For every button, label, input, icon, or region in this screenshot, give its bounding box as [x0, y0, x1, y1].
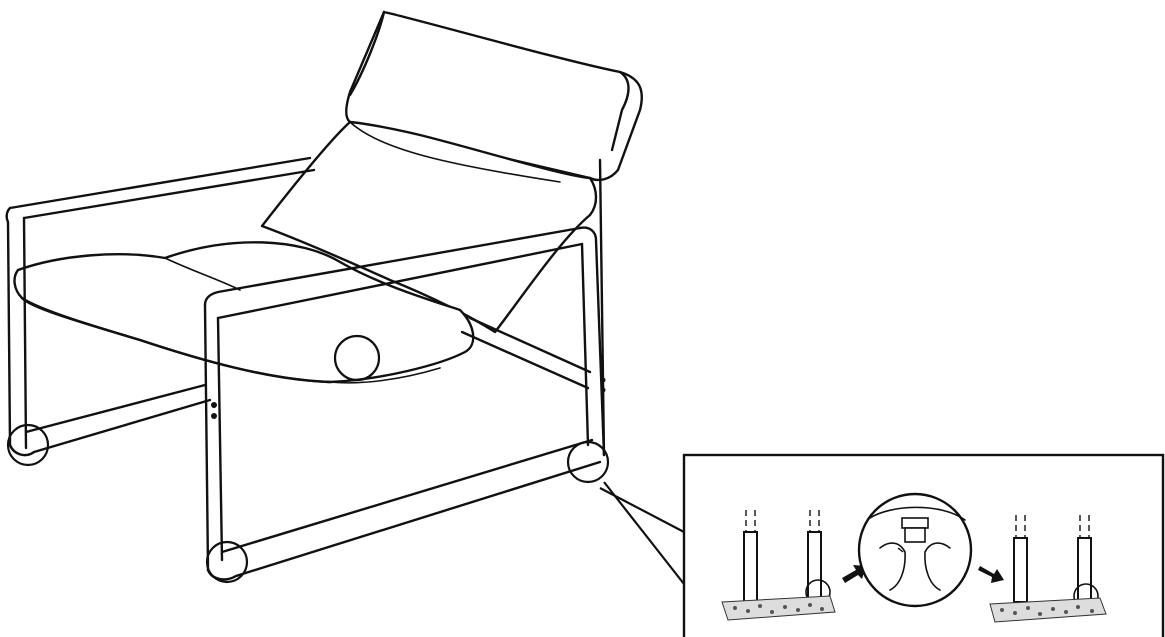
step-glide-removed [989, 515, 1107, 623]
inset-leader-line [603, 481, 685, 585]
arrow-2-icon [978, 566, 1004, 583]
callout-seat-center [333, 334, 381, 382]
callout-rear-left-foot [6, 423, 50, 467]
callout-front-left-foot [205, 540, 249, 584]
detail-inset [682, 453, 1165, 637]
seat-sling [260, 120, 598, 334]
arrow-1-icon [842, 565, 866, 583]
left-arm-frame [5, 156, 316, 457]
step-unscrew-glide [857, 492, 973, 608]
step-glide-on-carpet [721, 510, 836, 621]
callout-front-right-foot [566, 440, 610, 484]
